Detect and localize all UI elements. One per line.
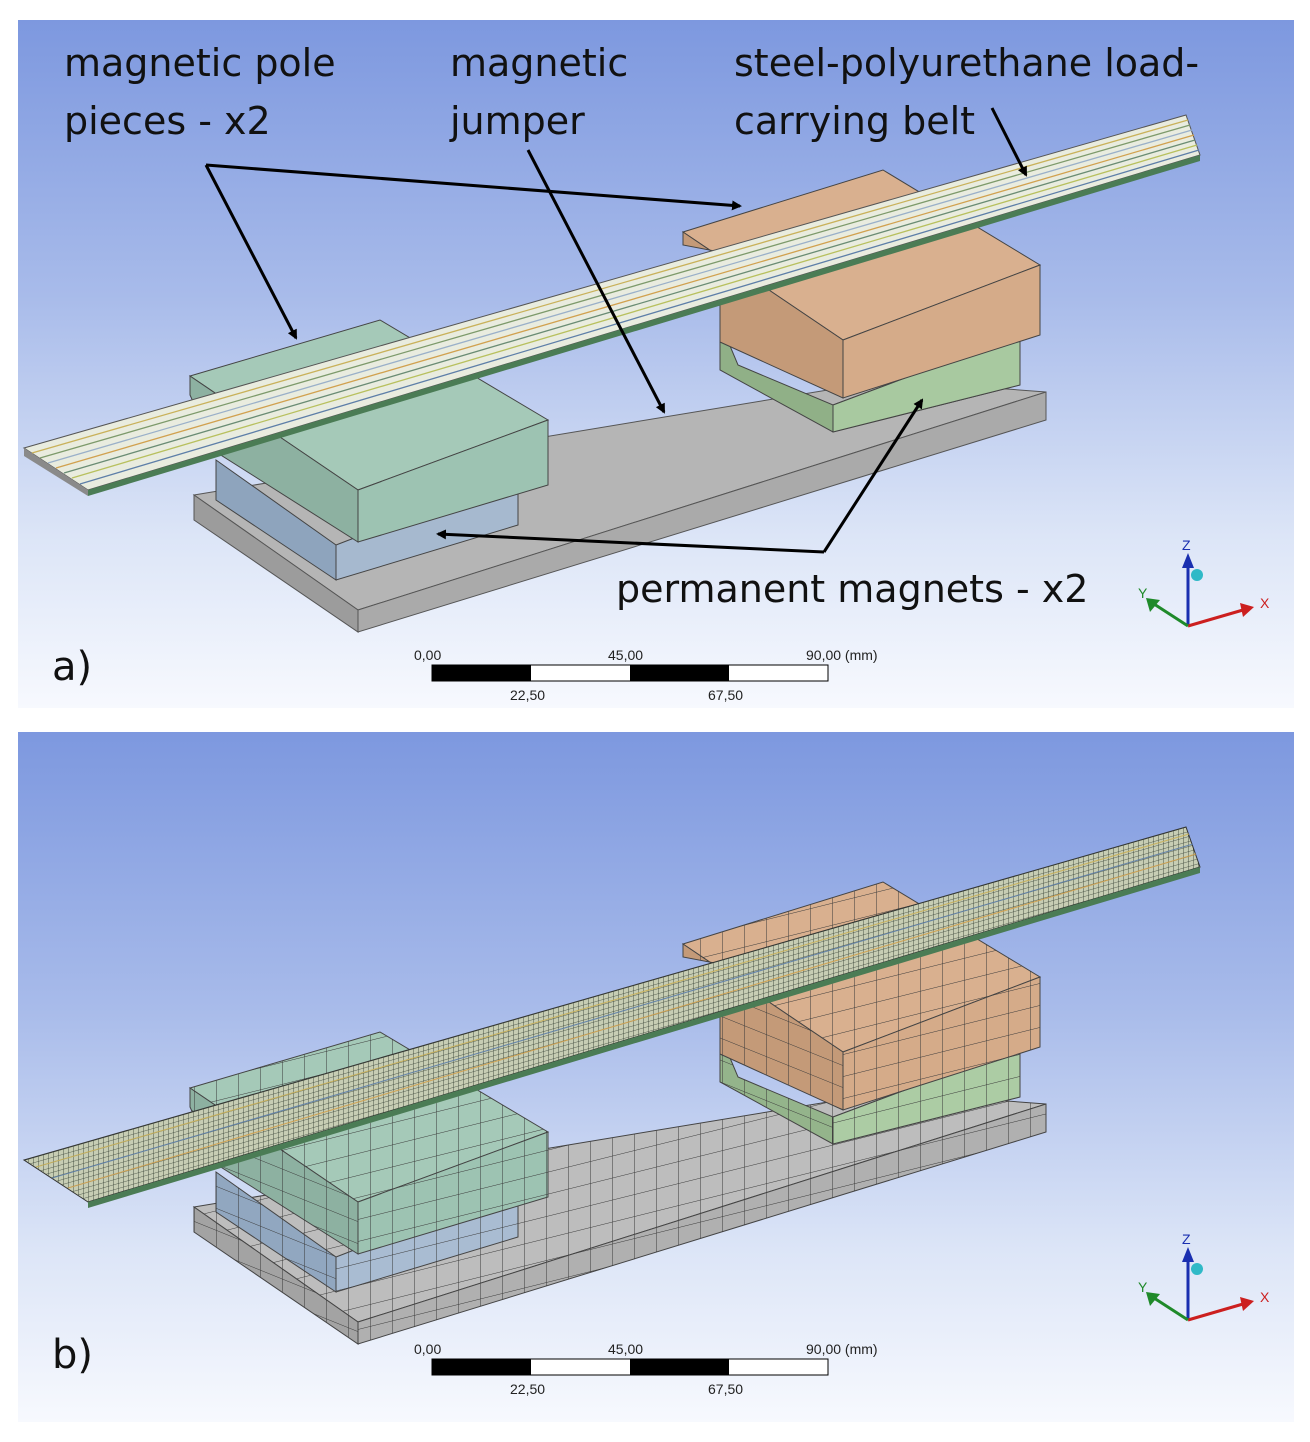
panel-b-mesh: b) 0,00 45,00 90,00 (mm) 22,50 67,50 Z X… [18, 732, 1294, 1422]
annotation-arrows [204, 107, 1028, 554]
label-permanent-magnets: permanent magnets - x2 [616, 567, 1088, 611]
model-geometry: magnetic pole pieces - x2 magnetic jumpe… [22, 41, 1270, 703]
axis-x-label: X [1260, 595, 1270, 611]
permanent-magnet-right [719, 321, 1021, 433]
label-belt-line1: steel-polyurethane load- [734, 41, 1199, 85]
axis-y-label: Y [1138, 585, 1148, 601]
scale-tick-45: 45,00 [608, 647, 643, 663]
panel-label-a: a) [52, 644, 92, 690]
label-jumper-line1: magnetic [450, 41, 628, 85]
scale-bar: 0,00 45,00 90,00 (mm) 22,50 67,50 [414, 1341, 878, 1397]
label-pole-pieces-line2: pieces - x2 [64, 99, 271, 143]
scale-tick-90: 90,00 (mm) [806, 1341, 878, 1357]
permanent-magnet-right-mesh [719, 1033, 1021, 1145]
scale-tick-90: 90,00 (mm) [806, 647, 878, 663]
panel-label-b: b) [52, 1332, 93, 1378]
label-pole-pieces-line1: magnetic pole [64, 41, 336, 85]
scale-bar: 0,00 45,00 90,00 (mm) 22,50 67,50 [414, 647, 878, 703]
panel-a-geometry: magnetic pole pieces - x2 magnetic jumpe… [18, 20, 1294, 708]
scale-tick-0: 0,00 [414, 647, 441, 663]
load-carrying-belt [22, 114, 1201, 496]
scale-tick-45: 45,00 [608, 1341, 643, 1357]
axis-z-label: Z [1182, 1231, 1191, 1247]
scale-tick-67: 67,50 [708, 1381, 743, 1397]
axis-y-label: Y [1138, 1279, 1148, 1295]
label-jumper-line2: jumper [449, 99, 585, 143]
axis-triad-icon: Z X Y [1138, 537, 1270, 628]
scale-tick-0: 0,00 [414, 1341, 441, 1357]
scale-tick-22: 22,50 [510, 687, 545, 703]
axis-x-label: X [1260, 1289, 1270, 1305]
label-belt-line2: carrying belt [734, 99, 975, 143]
axis-z-label: Z [1182, 537, 1191, 553]
scale-tick-22: 22,50 [510, 1381, 545, 1397]
axis-triad-icon: Z X Y [1138, 1231, 1270, 1322]
model-mesh: b) 0,00 45,00 90,00 (mm) 22,50 67,50 Z X… [22, 826, 1270, 1397]
load-carrying-belt-mesh [22, 826, 1201, 1208]
scale-tick-67: 67,50 [708, 687, 743, 703]
